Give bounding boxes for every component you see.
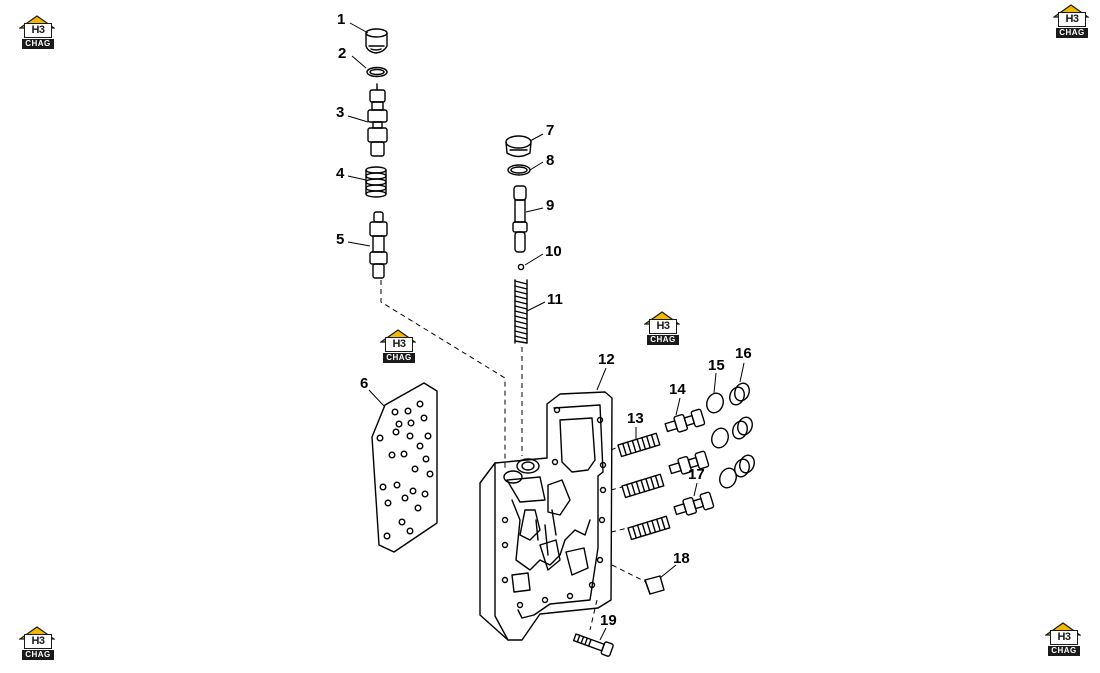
callout-7: 7 bbox=[546, 122, 555, 139]
callout-10: 10 bbox=[545, 243, 562, 260]
part-13-springs bbox=[617, 432, 671, 541]
alignment-lines bbox=[380, 280, 647, 631]
part-10-ball bbox=[517, 263, 525, 271]
watermark-word: CHAG bbox=[383, 353, 415, 363]
callout-4: 4 bbox=[336, 165, 345, 182]
watermark-word: CHAG bbox=[22, 39, 54, 49]
callout-16: 16 bbox=[735, 345, 752, 362]
part-3-valve-spool bbox=[367, 83, 388, 157]
part-4-spring bbox=[365, 166, 387, 198]
watermark-mark: H3 bbox=[385, 337, 413, 352]
watermark-logo: H3 CHAG bbox=[644, 311, 680, 345]
watermark-logo: H3 CHAG bbox=[19, 626, 55, 660]
watermark-logo: H3 CHAG bbox=[1045, 622, 1081, 656]
part-19-bolt bbox=[572, 633, 614, 657]
watermark-mark: H3 bbox=[24, 23, 52, 38]
watermark-mark: H3 bbox=[649, 319, 677, 334]
part-15-o-rings bbox=[706, 392, 737, 489]
callout-3: 3 bbox=[336, 104, 345, 121]
watermark-word: CHAG bbox=[1048, 646, 1080, 656]
part-12-valve-body bbox=[479, 391, 613, 641]
callout-6: 6 bbox=[360, 375, 369, 392]
callout-13: 13 bbox=[627, 410, 644, 427]
leader-lines bbox=[347, 22, 745, 641]
part-8-o-ring bbox=[507, 164, 531, 176]
callout-9: 9 bbox=[546, 197, 555, 214]
part-7-plug bbox=[505, 135, 532, 158]
part-1-plug bbox=[365, 28, 388, 54]
callout-18: 18 bbox=[673, 550, 690, 567]
callout-17: 17 bbox=[688, 466, 705, 483]
watermark-logo: H3 CHAG bbox=[1053, 4, 1089, 38]
callout-11: 11 bbox=[547, 291, 563, 308]
callout-5: 5 bbox=[336, 231, 345, 248]
callout-19: 19 bbox=[600, 612, 617, 629]
watermark-word: CHAG bbox=[22, 650, 54, 660]
watermark-mark: H3 bbox=[24, 634, 52, 649]
watermark-logo: H3 CHAG bbox=[380, 329, 416, 363]
watermark-word: CHAG bbox=[1056, 28, 1088, 38]
callout-1: 1 bbox=[337, 11, 346, 28]
part-18-clip bbox=[644, 575, 665, 595]
callout-12: 12 bbox=[598, 351, 615, 368]
part-11-spring bbox=[514, 279, 528, 344]
part-5-spool bbox=[369, 211, 388, 279]
callout-8: 8 bbox=[546, 152, 555, 169]
callout-14: 14 bbox=[669, 381, 686, 398]
callout-15: 15 bbox=[708, 357, 725, 374]
part-2-o-ring bbox=[366, 66, 388, 78]
part-14-spools bbox=[664, 408, 715, 516]
watermark-word: CHAG bbox=[647, 335, 679, 345]
part-6-gasket bbox=[371, 382, 438, 553]
callout-2: 2 bbox=[338, 45, 347, 62]
part-9-plunger bbox=[512, 185, 528, 253]
watermark-mark: H3 bbox=[1058, 12, 1086, 27]
part-16-plugs bbox=[729, 382, 755, 478]
watermark-logo: H3 CHAG bbox=[19, 15, 55, 49]
watermark-mark: H3 bbox=[1050, 630, 1078, 645]
